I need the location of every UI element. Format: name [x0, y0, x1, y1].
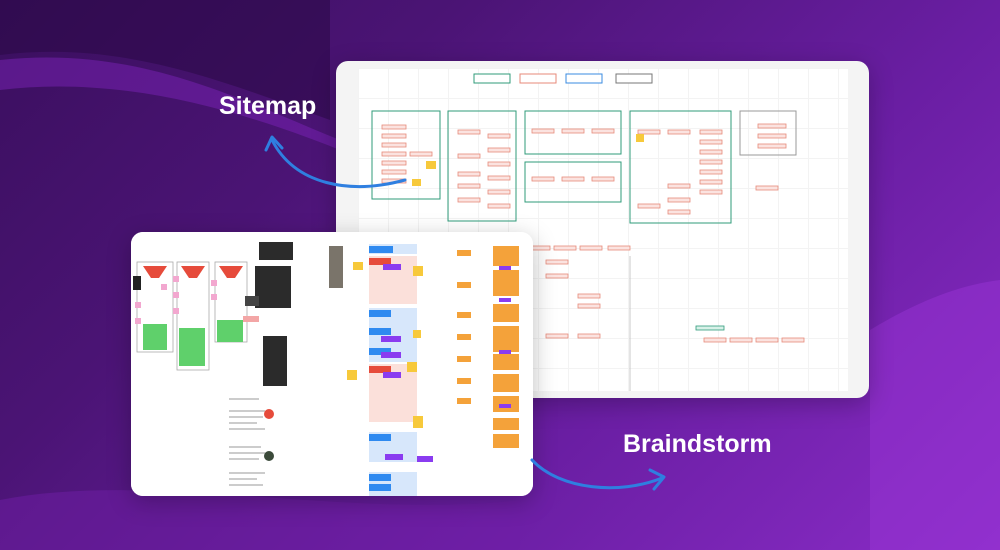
sitemap-frame — [524, 161, 622, 203]
section-tag — [369, 310, 391, 317]
section-tag — [369, 366, 391, 373]
sticky-note — [412, 179, 421, 186]
section-tag — [369, 484, 391, 491]
sitemap-diagram — [371, 73, 805, 391]
sticky-note — [143, 324, 167, 350]
brainstorm-label: Braindstorm — [623, 430, 772, 458]
sitemap-label: Sitemap — [219, 92, 317, 120]
sticky-note — [217, 320, 243, 342]
legend-chip — [565, 73, 603, 84]
section-tag — [369, 348, 391, 355]
sitemap-frame — [739, 110, 797, 156]
sitemap-frame — [524, 110, 622, 155]
brainstorm-card[interactable] — [131, 232, 533, 496]
sticky-note — [636, 134, 644, 142]
legend-chip — [615, 73, 653, 84]
brainstorm-board — [131, 232, 533, 496]
legend-chip — [473, 73, 511, 84]
section-tag — [369, 328, 391, 335]
sitemap-card[interactable] — [336, 61, 869, 398]
sitemap-frame — [629, 110, 732, 224]
sitemap-frame — [447, 110, 517, 222]
section-tag — [369, 434, 391, 441]
sticky-note — [426, 161, 436, 169]
section-tag — [369, 246, 393, 253]
sticky-note — [179, 328, 205, 366]
legend-chip — [519, 73, 557, 84]
image-thumb — [329, 246, 343, 288]
section-tag — [369, 474, 391, 481]
section-tag — [369, 258, 391, 265]
